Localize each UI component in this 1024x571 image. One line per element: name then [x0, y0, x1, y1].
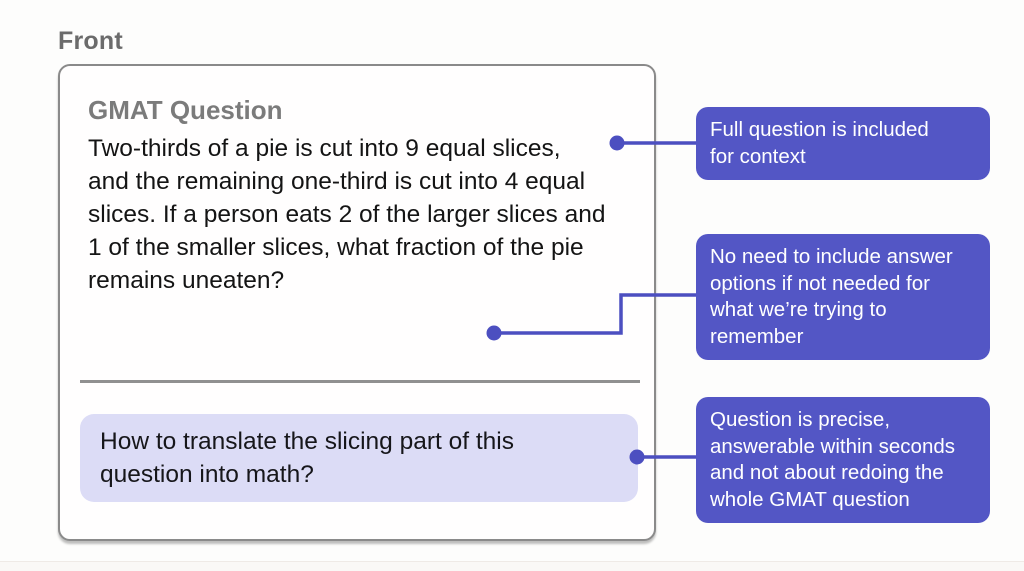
card-divider [80, 380, 640, 383]
question-text: Two-thirds of a pie is cut into 9 equal … [88, 135, 606, 294]
card-title: GMAT Question [88, 95, 283, 125]
callout-full-question: Full question is included for context [696, 107, 990, 180]
callout-question-precise: Question is precise, answerable within s… [696, 397, 990, 523]
flashcard: GMAT Question Two-thirds of a pie is cut… [58, 64, 656, 541]
bottom-strip [0, 561, 1024, 571]
callout-no-answer-options: No need to include answer options if not… [696, 234, 990, 360]
prompt-box: How to translate the slicing part of thi… [80, 414, 638, 502]
prompt-text: How to translate the slicing part of thi… [100, 428, 514, 488]
front-label: Front [58, 27, 123, 55]
